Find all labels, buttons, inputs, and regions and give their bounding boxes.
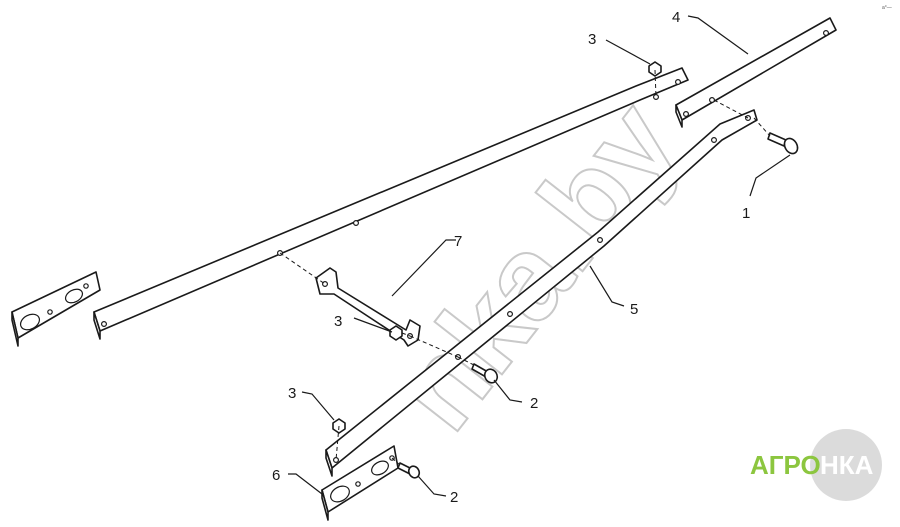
logo-text-left: АГРО (750, 450, 821, 480)
callout-6: 6 (272, 467, 280, 484)
agronka-logo: АГРО НКА (750, 429, 882, 501)
callout-3-low: 3 (288, 385, 296, 402)
bolt-1 (767, 132, 799, 155)
logo-circle (810, 429, 882, 501)
nut-3-mid (389, 325, 403, 341)
main-beam (93, 67, 689, 340)
callout-2-low: 2 (450, 489, 458, 506)
corner-mark: a°— (882, 5, 892, 11)
assembly-lines (279, 69, 771, 466)
callout-2-mid: 2 (530, 395, 538, 412)
callout-3-mid: 3 (334, 313, 342, 330)
leader-lines (288, 15, 791, 497)
callout-4: 4 (672, 9, 680, 26)
left-plate (11, 271, 101, 347)
nut-3-top (648, 61, 662, 77)
callout-3-top: 3 (588, 31, 596, 48)
bolt-2-mid (471, 363, 499, 384)
part-5-brace (325, 109, 758, 477)
logo-text-right: НКА (820, 450, 874, 480)
bolt-2-low (397, 462, 421, 479)
callout-5: 5 (630, 301, 638, 318)
callout-7: 7 (454, 233, 462, 250)
part-4-bar (675, 17, 837, 128)
callout-1: 1 (742, 205, 750, 222)
